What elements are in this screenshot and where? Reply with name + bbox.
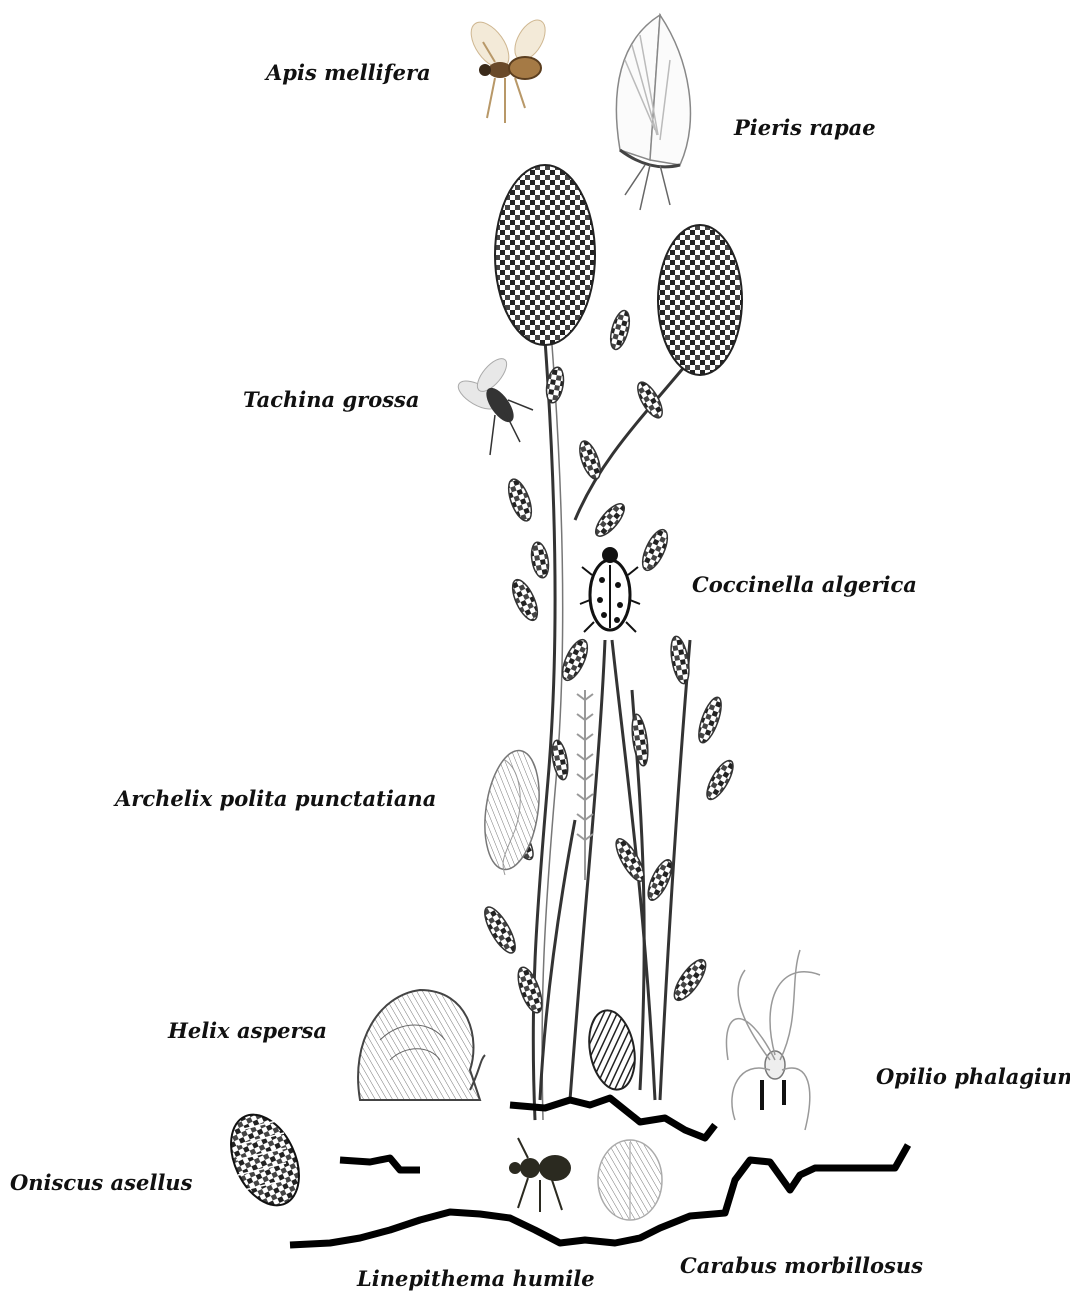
- label-linepithema-humile: Linepithema humile: [357, 1266, 595, 1291]
- label-oniscus-asellus: Oniscus asellus: [10, 1170, 192, 1195]
- label-helix-aspersa: Helix aspersa: [168, 1018, 327, 1043]
- ladybird-illustration: [580, 547, 640, 632]
- archelix-snail-illustration: [478, 747, 546, 875]
- helix-snail-illustration: [358, 990, 485, 1100]
- label-carabus-morbillosus: Carabus morbillosus: [680, 1253, 923, 1278]
- ground-beetle-illustration: [598, 1140, 662, 1220]
- fly-illustration: [454, 354, 533, 455]
- label-tachina-grossa: Tachina grossa: [243, 387, 419, 412]
- clover-plant: [533, 340, 690, 1120]
- harvestman-illustration: [726, 950, 820, 1130]
- butterfly-illustration: [616, 15, 690, 210]
- ant-illustration: [509, 1138, 571, 1212]
- label-pieris-rapae: Pieris rapae: [734, 115, 876, 140]
- label-apis-mellifera: Apis mellifera: [266, 60, 431, 85]
- label-opilio-phalagium: Opilio phalagium: [876, 1064, 1070, 1089]
- clover-leaves: [479, 309, 738, 1016]
- label-archelix-polita-punctatiana: Archelix polita punctatiana: [115, 786, 436, 811]
- woodlouse-illustration: [218, 1104, 313, 1216]
- label-coccinella-algerica: Coccinella algerica: [692, 572, 917, 597]
- bee-illustration: [464, 15, 552, 123]
- pill-bug-on-plant-illustration: [583, 1007, 640, 1093]
